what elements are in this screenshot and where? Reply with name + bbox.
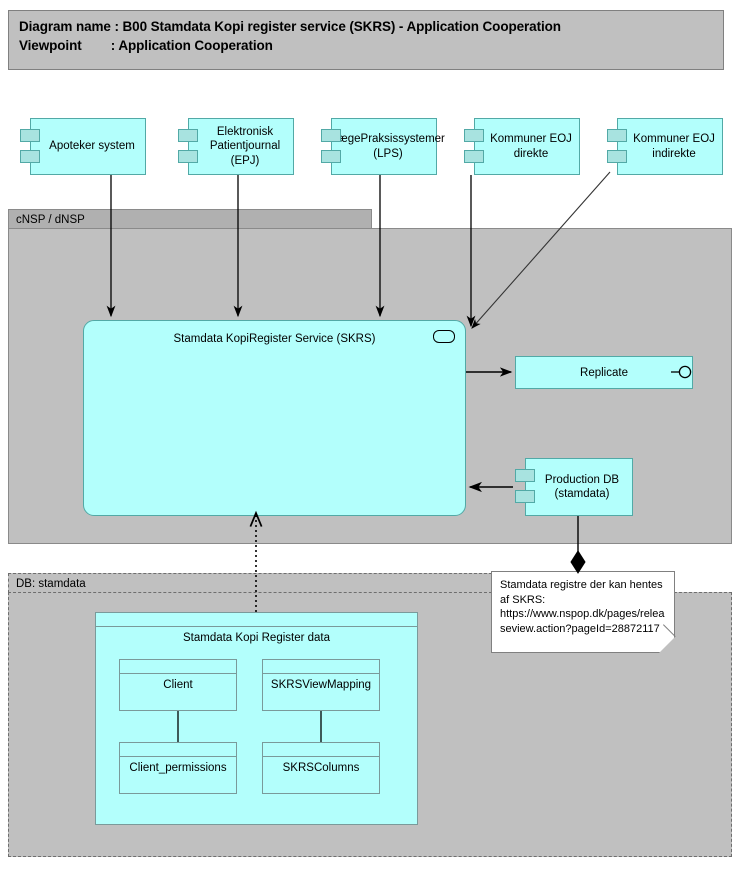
group-db-stamdata-label: DB: stamdata	[8, 573, 492, 593]
component-label: Kommuner EOJ indirekte	[633, 133, 715, 160]
data-object-label: Stamdata Kopi Register data	[182, 632, 331, 644]
application-component-icon	[464, 129, 484, 142]
service-stamdata-kopiregister[interactable]: Stamdata KopiRegister Service (SKRS)	[83, 320, 466, 516]
note-fold-line	[662, 624, 676, 637]
application-component-icon	[464, 150, 484, 163]
component-laegepraksissystemer[interactable]: LægePraksissystemer (LPS)	[331, 118, 445, 175]
component-kommuner-eoj-direkte[interactable]: Kommuner EOJ direkte	[474, 118, 580, 175]
data-object-label: Client	[163, 679, 193, 691]
data-object-header-bar	[120, 660, 236, 674]
data-object-header-bar	[120, 743, 236, 757]
diagram-title-banner: Diagram name : B00 Stamdata Kopi registe…	[8, 10, 724, 70]
component-production-db[interactable]: Production DB (stamdata)	[525, 458, 633, 516]
component-label: Kommuner EOJ direkte	[490, 133, 572, 160]
viewpoint-line: Viewpoint : Application Cooperation	[19, 38, 273, 53]
data-object-header-bar	[263, 660, 379, 674]
note-text: Stamdata registre der kan hentes af SKRS…	[500, 579, 665, 635]
service-label: Stamdata KopiRegister Service (SKRS)	[173, 333, 376, 345]
application-component-icon	[178, 129, 198, 142]
data-object-label: SKRSColumns	[282, 762, 360, 774]
component-label: Elektronisk Patientjournal (EPJ)	[209, 125, 281, 167]
application-component-icon	[321, 129, 341, 142]
data-object-skrscolumns[interactable]: SKRSColumns	[262, 742, 380, 794]
composition-diamond-icon	[570, 550, 586, 574]
diagram-name-line: Diagram name : B00 Stamdata Kopi registe…	[19, 19, 561, 34]
component-kommuner-eoj-indirekte[interactable]: Kommuner EOJ indirekte	[617, 118, 723, 175]
note-fold-corner	[659, 637, 675, 653]
interface-label: Replicate	[580, 366, 628, 379]
data-object-header-bar	[96, 613, 417, 627]
component-label: Production DB (stamdata)	[544, 473, 620, 501]
data-object-client-permissions[interactable]: Client_permissions	[119, 742, 237, 794]
application-component-icon	[321, 150, 341, 163]
application-component-icon	[20, 150, 40, 163]
application-service-icon	[433, 330, 455, 343]
component-apoteker-system[interactable]: Apoteker system	[30, 118, 146, 175]
interface-replicate[interactable]: Replicate	[515, 356, 693, 389]
application-component-icon	[20, 129, 40, 142]
application-component-icon	[515, 469, 535, 482]
component-label: Apoteker system	[49, 140, 135, 153]
application-component-icon	[607, 150, 627, 163]
data-object-label: Client_permissions	[129, 762, 227, 774]
data-object-skrsviewmapping[interactable]: SKRSViewMapping	[262, 659, 380, 711]
component-label: LægePraksissystemer (LPS)	[331, 133, 445, 160]
note-skrs-registers: Stamdata registre der kan hentes af SKRS…	[491, 571, 676, 653]
data-object-label: SKRSViewMapping	[270, 679, 372, 691]
application-component-icon	[607, 129, 627, 142]
data-object-header-bar	[263, 743, 379, 757]
application-component-icon	[178, 150, 198, 163]
component-elektronisk-patientjournal[interactable]: Elektronisk Patientjournal (EPJ)	[188, 118, 294, 175]
application-component-icon	[515, 490, 535, 503]
group-cnsp-dnsp-label: cNSP / dNSP	[8, 209, 372, 229]
data-object-client[interactable]: Client	[119, 659, 237, 711]
